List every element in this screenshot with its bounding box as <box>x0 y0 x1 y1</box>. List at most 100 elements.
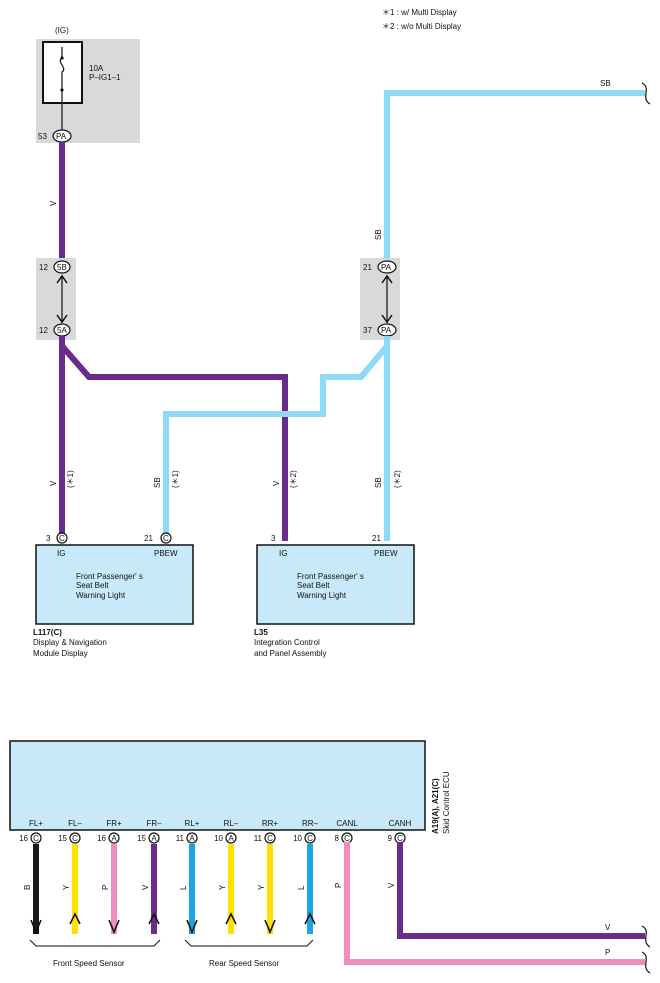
fuse-connector-label: PA <box>56 132 67 141</box>
rear-sensor-bracket <box>184 939 314 947</box>
wire-color-sb-mid-right: SB <box>374 477 383 488</box>
l117-desc-line1: Front Passenger' s <box>76 572 143 581</box>
wire-color-v-mid-right: V <box>272 480 281 486</box>
ecu-pin-conn-label-4: A <box>189 834 195 843</box>
ecu-pin-number-0: 16 <box>19 834 28 843</box>
ecu-name: Skid Control ECU <box>442 771 451 834</box>
ecu-wire-color-2: P <box>101 885 110 890</box>
ecu-pin-number-9: 9 <box>388 834 393 843</box>
ecu-wire-color-0: B <box>23 885 32 890</box>
ecu-pin-label-9: CANH <box>389 819 412 828</box>
note-no-multi-display: ＊2 : w/o Multi Display <box>382 22 461 31</box>
wire-violet-to-l35 <box>59 344 288 541</box>
front-sensor-bracket <box>29 939 161 947</box>
ecu-arrow-down-icon-0 <box>30 919 42 935</box>
l117-name-line1: Display & Navigation <box>33 638 107 647</box>
wire-break-top-icon <box>641 82 651 105</box>
note-multi-display: ＊1 : w/ Multi Display <box>382 8 457 17</box>
l35-pbew-label: PBEW <box>374 549 398 558</box>
l35-box <box>256 544 415 625</box>
ecu-pin-number-6: 11 <box>254 834 263 843</box>
rear-sensor-group-label: Rear Speed Sensor <box>209 959 280 968</box>
junction-right-top-connector <box>377 260 397 274</box>
ecu-pin-number-7: 10 <box>293 834 302 843</box>
junction-right-top-pin: 21 <box>363 263 372 272</box>
fuse-contact-top <box>60 56 64 60</box>
ecu-wire-color-5: Y <box>218 884 227 890</box>
ecu-box <box>9 740 426 831</box>
l117-pbew-label: PBEW <box>154 549 178 558</box>
ecu-pin-label-8: CANL <box>336 819 358 828</box>
l117-ig-conn-label: C <box>59 534 65 543</box>
wire-note-sb-mid-left: (＊1) <box>171 470 180 488</box>
ecu-pin-connector-1 <box>69 832 81 844</box>
front-sensor-group-label: Front Speed Sensor <box>53 959 125 968</box>
ecu-arrow-up-icon-3 <box>148 912 160 925</box>
junction-right-arrow-down-icon <box>381 314 393 324</box>
ecu-pin-conn-label-3: A <box>151 834 157 843</box>
l117-box <box>35 544 194 625</box>
wire-color-v-mid-left: V <box>49 480 58 486</box>
l117-pbew-connector <box>160 532 172 544</box>
wire-color-sb-upper-right: SB <box>374 229 383 240</box>
junction-left-arrow-down-icon <box>56 314 68 324</box>
l35-ig-label: IG <box>279 549 287 558</box>
wire-color-sb-top: SB <box>600 79 611 88</box>
l117-name-line2: Module Display <box>33 649 88 658</box>
wire-note-v-mid-left: (＊1) <box>66 470 75 488</box>
ecu-pin-conn-label-7: C <box>307 834 313 843</box>
ecu-pin-conn-label-9: C <box>397 834 403 843</box>
ecu-pin-label-2: FR+ <box>106 819 122 828</box>
ecu-pin-connector-7 <box>304 832 316 844</box>
ecu-wire-color-8: P <box>334 883 343 888</box>
ecu-wire-color-4: L <box>179 885 188 890</box>
ecu-wire-color-3: V <box>141 884 150 890</box>
wire-skyblue-to-l117 <box>163 344 390 533</box>
ecu-pin-conn-label-6: C <box>267 834 273 843</box>
wire-color-bottom-p: P <box>605 948 610 957</box>
ecu-pin-number-3: 15 <box>137 834 146 843</box>
junction-left-top-conn-label: 5B <box>57 263 67 272</box>
l35-name-line2: and Panel Assembly <box>254 649 327 658</box>
wire-break-canl-icon <box>641 951 651 974</box>
l117-code: L117(C) <box>33 628 62 637</box>
fuse-pin-number: 53 <box>38 132 47 141</box>
ecu-arrow-down-icon-2 <box>108 919 120 935</box>
l117-desc-line3: Warning Light <box>76 591 126 600</box>
fuse-rating: 10A <box>89 64 104 73</box>
junction-left-top-pin: 12 <box>39 263 48 272</box>
ecu-code: A19(A), A21(C) <box>431 778 440 834</box>
ecu-wire-color-7: L <box>297 885 306 890</box>
ecu-pin-connector-2 <box>108 832 120 844</box>
ecu-pin-label-0: FL+ <box>29 819 43 828</box>
wire-canh-bus <box>397 842 645 939</box>
junction-left-bottom-conn-label: 5A <box>57 326 67 335</box>
l117-pbew-pin: 21 <box>144 534 153 543</box>
ecu-pin-number-5: 10 <box>214 834 223 843</box>
l117-ig-pin: 3 <box>46 534 51 543</box>
wire-skyblue-top <box>384 90 645 262</box>
l35-desc-line3: Warning Light <box>297 591 347 600</box>
l35-name-line1: Integration Control <box>254 638 320 647</box>
ecu-wire-color-1: Y <box>62 884 71 890</box>
l117-ig-label: IG <box>57 549 65 558</box>
ecu-pin-number-1: 15 <box>58 834 67 843</box>
l35-pbew-pin: 21 <box>372 534 381 543</box>
l35-desc-line1: Front Passenger' s <box>297 572 364 581</box>
wire-note-v-mid-right: (＊2) <box>289 470 298 488</box>
junction-left-bottom-pin: 12 <box>39 326 48 335</box>
l117-desc-line2: Seat Belt <box>76 581 109 590</box>
wire-color-bottom-v: V <box>605 923 611 932</box>
l35-code: L35 <box>254 628 268 637</box>
wire-note-sb-mid-right: (＊2) <box>393 470 402 488</box>
ecu-arrow-down-icon-6 <box>264 919 276 935</box>
ecu-arrow-down-icon-4 <box>186 919 198 935</box>
l117-pbew-conn-label: C <box>163 534 169 543</box>
wire-color-v-upper: V <box>49 200 58 206</box>
ecu-pin-connector-0 <box>30 832 42 844</box>
ecu-pin-conn-label-8: C <box>344 834 350 843</box>
ecu-pin-conn-label-2: A <box>111 834 117 843</box>
ecu-pin-number-2: 16 <box>97 834 106 843</box>
